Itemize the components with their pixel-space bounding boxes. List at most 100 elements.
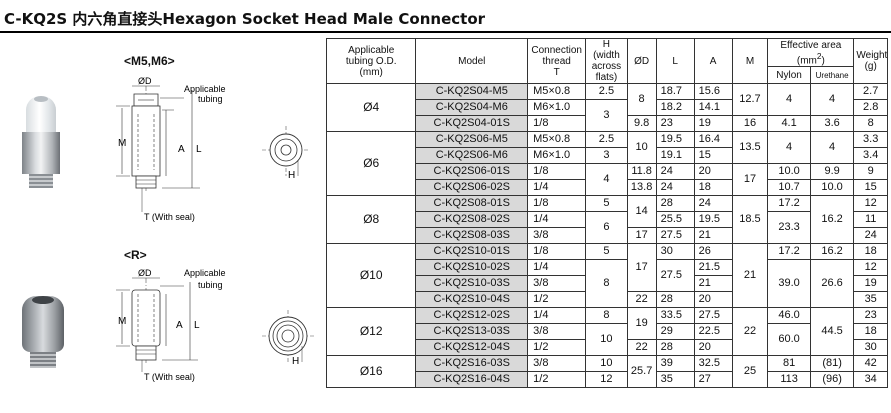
- table-row: C-KQ2S04-M6 M6×1.0 3 18.2 14.1 2.8: [327, 99, 888, 132]
- cell-weight: 23: [853, 307, 888, 324]
- cell-a: 24: [693, 195, 733, 212]
- cell-l: 19.5: [655, 131, 695, 148]
- dim-a-b: A: [176, 320, 183, 331]
- dim-od-a: ØD: [138, 76, 152, 86]
- cell-weight: 42: [853, 355, 888, 372]
- cell-weight: 24: [853, 227, 888, 244]
- cell-h: 3: [585, 147, 628, 164]
- cell-urethane: 9.9: [809, 163, 855, 180]
- dim-od-b: ØD: [138, 268, 152, 278]
- cell-weight: 12: [853, 195, 888, 212]
- cell-nylon: 60.0: [767, 323, 811, 356]
- cell-h: 10: [585, 323, 628, 356]
- cell-thread: 1/2: [527, 339, 587, 356]
- cell-urethane: 26.6: [809, 259, 855, 308]
- cell-weight: 18: [853, 323, 888, 340]
- table-row: C-KQ2S06-02S 1/4 13.8 24 18 10.7 10.0 15: [327, 179, 888, 196]
- cell-a: 15.6: [693, 83, 733, 100]
- cell-l: 27.5: [655, 227, 695, 244]
- cell-thread: 3/8: [527, 275, 587, 292]
- cell-od: 19: [626, 307, 657, 340]
- cell-thread: 3/8: [527, 323, 587, 340]
- cell-weight: 3.4: [853, 147, 888, 164]
- cell-thread: 1/8: [527, 195, 587, 212]
- cell-od: 10: [626, 131, 657, 164]
- cell-a: 20: [693, 339, 733, 356]
- cell-od: 22: [626, 291, 657, 308]
- dim-m-a: M: [118, 138, 126, 149]
- table-row: Ø12 C-KQ2S12-02S 1/4 8 19 33.5 27.5 22 4…: [325, 307, 888, 356]
- cell-nylon: 113: [767, 371, 811, 388]
- cell-thread: 1/4: [527, 179, 587, 196]
- cell-a: 27.5: [693, 307, 733, 324]
- dim-l-a: L: [196, 144, 202, 155]
- dim-h-b: H: [292, 356, 299, 367]
- cell-od: 13.8: [626, 179, 657, 196]
- cell-l: 18.2: [655, 99, 695, 116]
- cell-l: 33.5: [655, 307, 695, 324]
- cell-od: 8: [626, 83, 657, 116]
- cell-nylon: 17.2: [767, 195, 811, 212]
- title-divider: [0, 31, 891, 33]
- cell-model: C-KQ2S10-02S: [415, 259, 529, 276]
- cell-weight: 18: [853, 243, 888, 260]
- applicable-tubing-label-a2: tubing: [198, 94, 223, 104]
- header-model: Model: [415, 38, 529, 84]
- cell-thread: 1/8: [527, 163, 587, 180]
- cell-l: 39: [655, 355, 695, 372]
- cell-a: 21.5: [693, 259, 733, 276]
- cell-nylon: 4.1: [767, 115, 811, 132]
- cell-weight: 35: [853, 291, 888, 308]
- cell-a: 16.4: [693, 131, 733, 148]
- dim-h-a: H: [288, 170, 295, 181]
- cell-model: C-KQ2S12-04S: [415, 339, 529, 356]
- cell-tubing: Ø10: [325, 243, 417, 308]
- table-row: Ø6 C-KQ2S06-M5 M5×0.8 2.5 10 19.5 16.4 1…: [325, 131, 888, 196]
- header-a: A: [693, 38, 733, 84]
- cell-model: C-KQ2S08-02S: [415, 211, 529, 228]
- cell-thread: 1/2: [527, 371, 587, 388]
- cell-l: 29: [655, 323, 695, 340]
- table-row: C-KQ2S04-01S 1/8 9.8 23 19 16 4.1 3.6 8: [327, 115, 888, 132]
- cell-h: 6: [585, 211, 628, 244]
- cell-nylon: 4: [767, 131, 811, 164]
- cell-model: C-KQ2S12-02S: [415, 307, 529, 324]
- dim-m-b: M: [118, 316, 126, 327]
- side-view-drawing-a: M A L ØD Applicable tubing T (With seal): [116, 76, 226, 222]
- cell-h: 5: [585, 195, 628, 212]
- cell-weight: 15: [853, 179, 888, 196]
- cell-l: 19.1: [655, 147, 695, 164]
- cell-weight: 12: [853, 259, 888, 276]
- cell-a: 21: [693, 227, 733, 244]
- cell-urethane: 16.2: [809, 195, 855, 244]
- cell-a: 20: [693, 291, 733, 308]
- cell-m: 22: [731, 307, 769, 356]
- cell-model: C-KQ2S06-M5: [415, 131, 529, 148]
- table-row: C-KQ2S13-03S 3/8 10 29 22.5 60.0 18: [327, 323, 888, 356]
- cell-model: C-KQ2S04-M5: [415, 83, 529, 100]
- cell-l: 24: [655, 179, 695, 196]
- variant-label-m5-m6: <M5,M6>: [124, 54, 175, 68]
- applicable-tubing-label-b: Applicable: [184, 268, 226, 278]
- variant-label-r: <R>: [124, 248, 147, 262]
- cell-m: 18.5: [731, 195, 769, 244]
- cell-model: C-KQ2S04-01S: [415, 115, 529, 132]
- header-l: L: [655, 38, 695, 84]
- header-effective-area: Effective area(mm2): [767, 37, 855, 68]
- cell-thread: 3/8: [527, 227, 587, 244]
- cell-urethane: 4: [809, 83, 855, 116]
- cell-thread: M6×1.0: [527, 99, 587, 116]
- cell-l: 28: [655, 291, 695, 308]
- cell-h: 12: [585, 371, 628, 388]
- table-row: C-KQ2S16-04S 1/2 12 35 27 113 (96) 34: [327, 371, 888, 388]
- cell-model: C-KQ2S04-M6: [415, 99, 529, 116]
- cell-urethane: 10.0: [809, 179, 855, 196]
- cell-thread: 1/8: [527, 115, 587, 132]
- cell-model: C-KQ2S10-04S: [415, 291, 529, 308]
- cell-weight: 3.3: [853, 131, 888, 148]
- cell-a: 19.5: [693, 211, 733, 228]
- cell-thread: 3/8: [527, 355, 587, 372]
